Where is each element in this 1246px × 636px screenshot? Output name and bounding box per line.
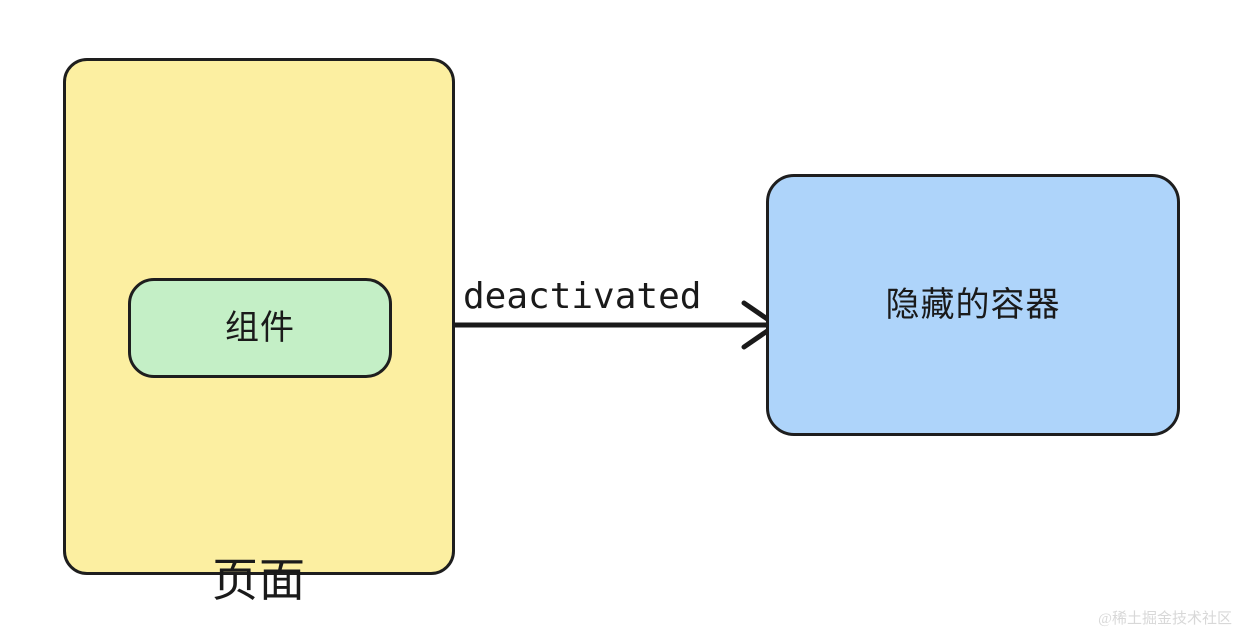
watermark: @稀土掘金技术社区: [1098, 611, 1232, 627]
node-hidden-container-label: 隐藏的容器: [885, 286, 1061, 324]
node-hidden-container[interactable]: 隐藏的容器: [766, 174, 1180, 436]
node-page-label: 页面: [212, 554, 306, 606]
node-component-label: 组件: [225, 309, 295, 347]
edge-label-deactivated: deactivated: [463, 276, 702, 317]
node-component[interactable]: 组件: [128, 278, 392, 378]
